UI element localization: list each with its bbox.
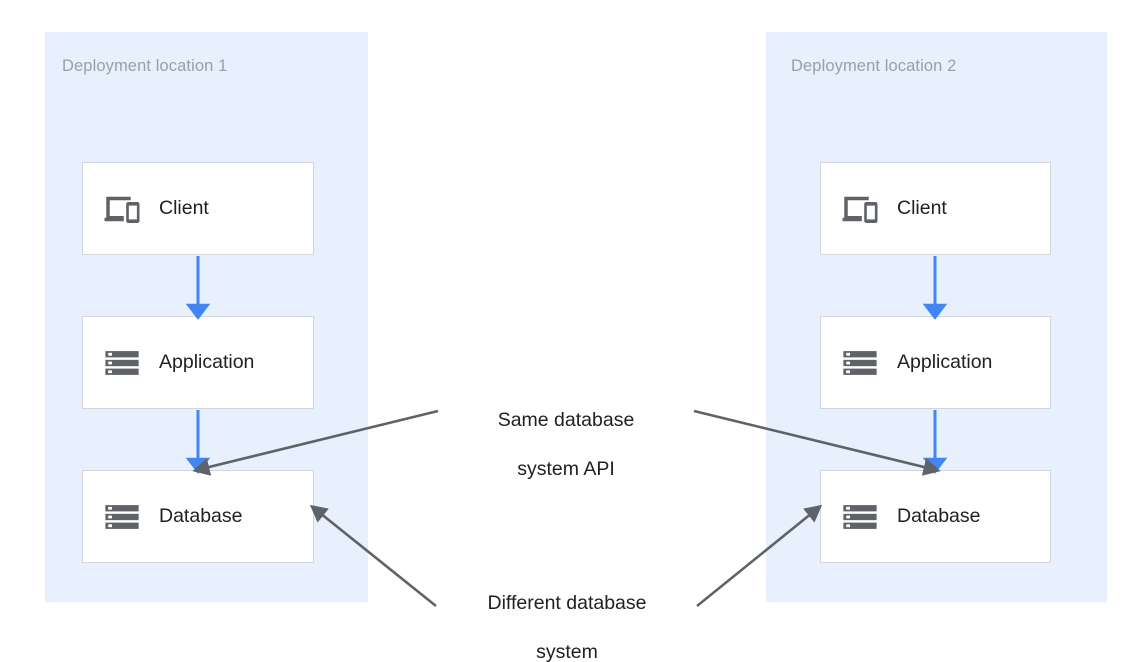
node-database-1[interactable]: Database [82,470,314,563]
storage-icon [101,496,143,538]
annotation-same-api-line-1: Same database [497,408,635,431]
zone-label-deployment-location-2: Deployment location 2 [791,57,957,75]
storage-icon [839,496,881,538]
node-client-1[interactable]: Client [82,162,314,255]
devices-icon [839,188,881,230]
node-label-database-1: Database [159,504,243,527]
node-label-application-1: Application [159,350,255,373]
storage-icon [839,342,881,384]
node-client-2[interactable]: Client [820,162,1051,255]
node-database-2[interactable]: Database [820,470,1051,563]
node-application-1[interactable]: Application [82,316,314,409]
annotation-different-system-line-2: system [536,640,598,662]
annotation-same-api-line-2: system API [517,457,615,480]
node-label-client-2: Client [897,196,947,219]
node-label-database-2: Database [897,504,981,527]
node-label-client-1: Client [159,196,209,219]
annotation-same-database-system-api: Same database system API [446,383,686,506]
node-label-application-2: Application [897,350,993,373]
annotation-different-system-line-1: Different database [487,591,647,614]
devices-icon [101,188,143,230]
storage-icon [101,342,143,384]
zone-label-deployment-location-1: Deployment location 1 [62,57,228,75]
node-application-2[interactable]: Application [820,316,1051,409]
annotation-different-database-system: Different database system [443,566,691,662]
